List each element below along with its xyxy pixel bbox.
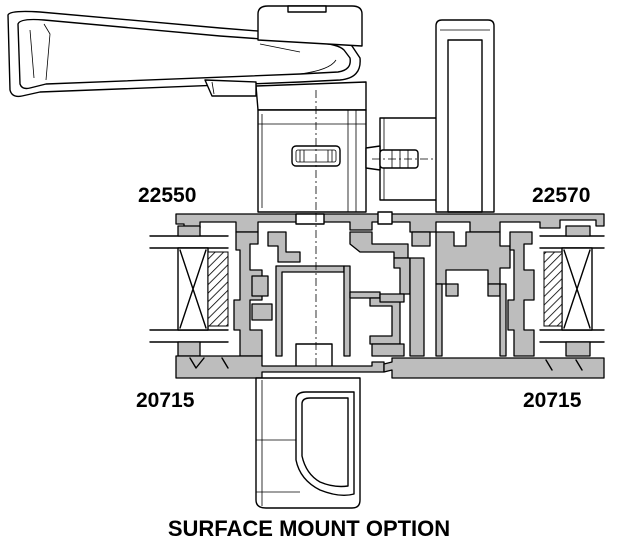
figure-caption: SURFACE MOUNT OPTION bbox=[167, 516, 451, 541]
handle-housing bbox=[257, 109, 367, 213]
part-label-bottom-right: 20715 bbox=[523, 389, 582, 412]
part-label-top-right: 22570 bbox=[532, 184, 591, 207]
part-label-top-left: 22550 bbox=[138, 184, 197, 207]
left-glazing bbox=[149, 225, 229, 357]
cylinder-assembly bbox=[365, 117, 462, 201]
left-sash-profile bbox=[233, 231, 301, 357]
lower-pull-handle bbox=[255, 377, 361, 509]
top-rail-profile bbox=[175, 211, 605, 233]
center-interlock-profile bbox=[275, 214, 411, 372]
lever-handle bbox=[7, 5, 367, 111]
right-glazing bbox=[539, 225, 605, 357]
bottom-rail-profile bbox=[175, 355, 605, 379]
right-sash-profile bbox=[409, 231, 535, 357]
part-label-bottom-left: 20715 bbox=[136, 389, 195, 412]
meeting-stile bbox=[435, 19, 495, 213]
